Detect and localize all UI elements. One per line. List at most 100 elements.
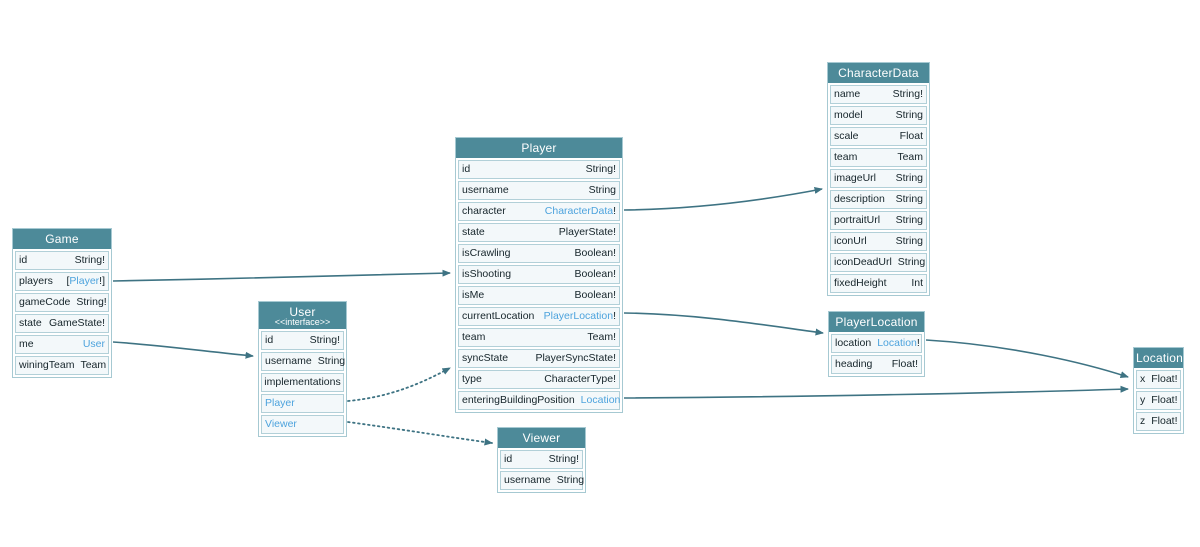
field-name: imageUrl <box>834 172 877 184</box>
field-row-game-players[interactable]: players[Player!] <box>15 272 109 291</box>
field-type: GameState! <box>49 315 105 332</box>
type-text: Int <box>911 277 923 289</box>
entity-title: Game <box>45 232 79 246</box>
field-name: heading <box>835 358 873 370</box>
type-text: String! <box>309 334 340 346</box>
type-link[interactable]: PlayerLocation <box>543 310 614 322</box>
entity-header-playerlocation[interactable]: PlayerLocation <box>829 312 924 332</box>
field-name: character <box>462 205 506 217</box>
field-row-game-state[interactable]: state GameState! <box>15 314 109 333</box>
type-text: [ <box>66 275 70 287</box>
type-link[interactable]: Player <box>69 275 100 287</box>
field-type: User <box>83 336 105 353</box>
field-name: scale <box>834 130 859 142</box>
type-link[interactable]: Viewer <box>265 418 297 430</box>
field-name: name <box>834 88 861 100</box>
field-row-user-implementations[interactable]: implementations <box>261 373 344 392</box>
field-type: String! <box>549 451 579 468</box>
type-link[interactable]: Player <box>265 397 295 409</box>
type-text: Team! <box>587 331 616 343</box>
field-type: String <box>557 472 584 489</box>
field-name: isCrawling <box>462 247 511 259</box>
field-type: Location <box>581 392 621 409</box>
field-name: winingTeam <box>19 359 75 371</box>
field-row-characterdata-imageUrl[interactable]: imageUrl String <box>830 169 927 188</box>
field-name: iconDeadUrl <box>834 256 892 268</box>
field-name: id <box>462 163 471 175</box>
type-text: String <box>556 474 585 486</box>
type-link[interactable]: User <box>82 338 105 350</box>
entity-header-game[interactable]: Game <box>13 229 111 249</box>
entity-header-player[interactable]: Player <box>456 138 622 158</box>
entity-header-viewer[interactable]: Viewer <box>498 428 585 448</box>
edge-game-players-to-player <box>112 269 451 282</box>
field-name: username <box>265 355 312 367</box>
field-name: implementations <box>264 376 341 388</box>
entity-title: CharacterData <box>838 66 919 80</box>
field-name: state <box>19 317 42 329</box>
type-text: String! <box>76 296 107 308</box>
type-text: String! <box>892 88 923 100</box>
type-text: ! <box>613 310 616 322</box>
field-row-characterdata-name[interactable]: name String! <box>830 85 927 104</box>
type-text: String <box>895 235 923 247</box>
field-type: String <box>896 170 923 187</box>
type-link[interactable]: CharacterData <box>544 205 614 217</box>
type-link[interactable]: Location <box>580 394 621 406</box>
field-row-user-Player[interactable]: Player <box>261 394 344 413</box>
field-type: String <box>896 233 923 250</box>
field-type: Team! <box>587 329 616 346</box>
field-name: id <box>19 254 28 266</box>
edge-user-viewer-to-viewer <box>347 421 493 446</box>
edge-player-character-to-characterdata <box>623 186 823 211</box>
type-link[interactable]: Location <box>877 337 917 349</box>
field-row-user-Viewer[interactable]: Viewer <box>261 415 344 434</box>
entity-subtitle: <<interface>> <box>274 317 331 327</box>
type-text: Float! <box>1151 373 1178 385</box>
entity-header-user[interactable]: User<<interface>> <box>259 302 346 329</box>
entity-header-location[interactable]: Location <box>1134 348 1183 368</box>
field-name: state <box>462 226 485 238</box>
entity-header-characterdata[interactable]: CharacterData <box>828 63 929 83</box>
